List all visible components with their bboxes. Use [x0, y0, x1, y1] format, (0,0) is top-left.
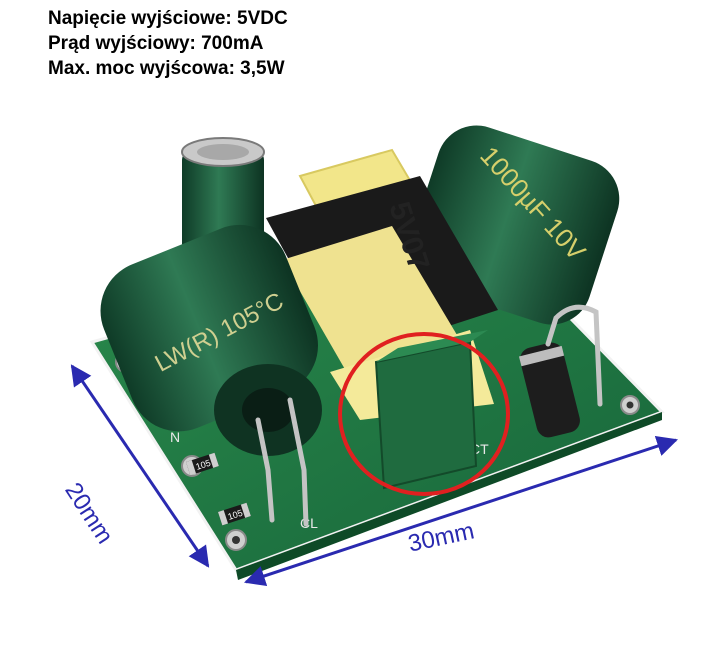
svg-text:105: 105	[227, 508, 244, 522]
silk-cl: CL	[300, 515, 318, 531]
dimension-arrow-20mm	[70, 364, 210, 568]
film-capacitor	[374, 330, 488, 490]
spec-output-current: Prąd wyjściowy: 700mA	[48, 33, 264, 54]
spec-list: Napięcie wyjściowe: 5VDC Prąd wyjściowy:…	[48, 6, 288, 81]
spec-max-power: Max. moc wyjścowa: 3,5W	[48, 58, 285, 79]
diode	[518, 304, 603, 438]
dimension-arrow-30mm	[244, 435, 678, 587]
spec-output-voltage: Napięcie wyjściowe: 5VDC	[48, 8, 288, 29]
silk-n: N	[170, 429, 180, 445]
